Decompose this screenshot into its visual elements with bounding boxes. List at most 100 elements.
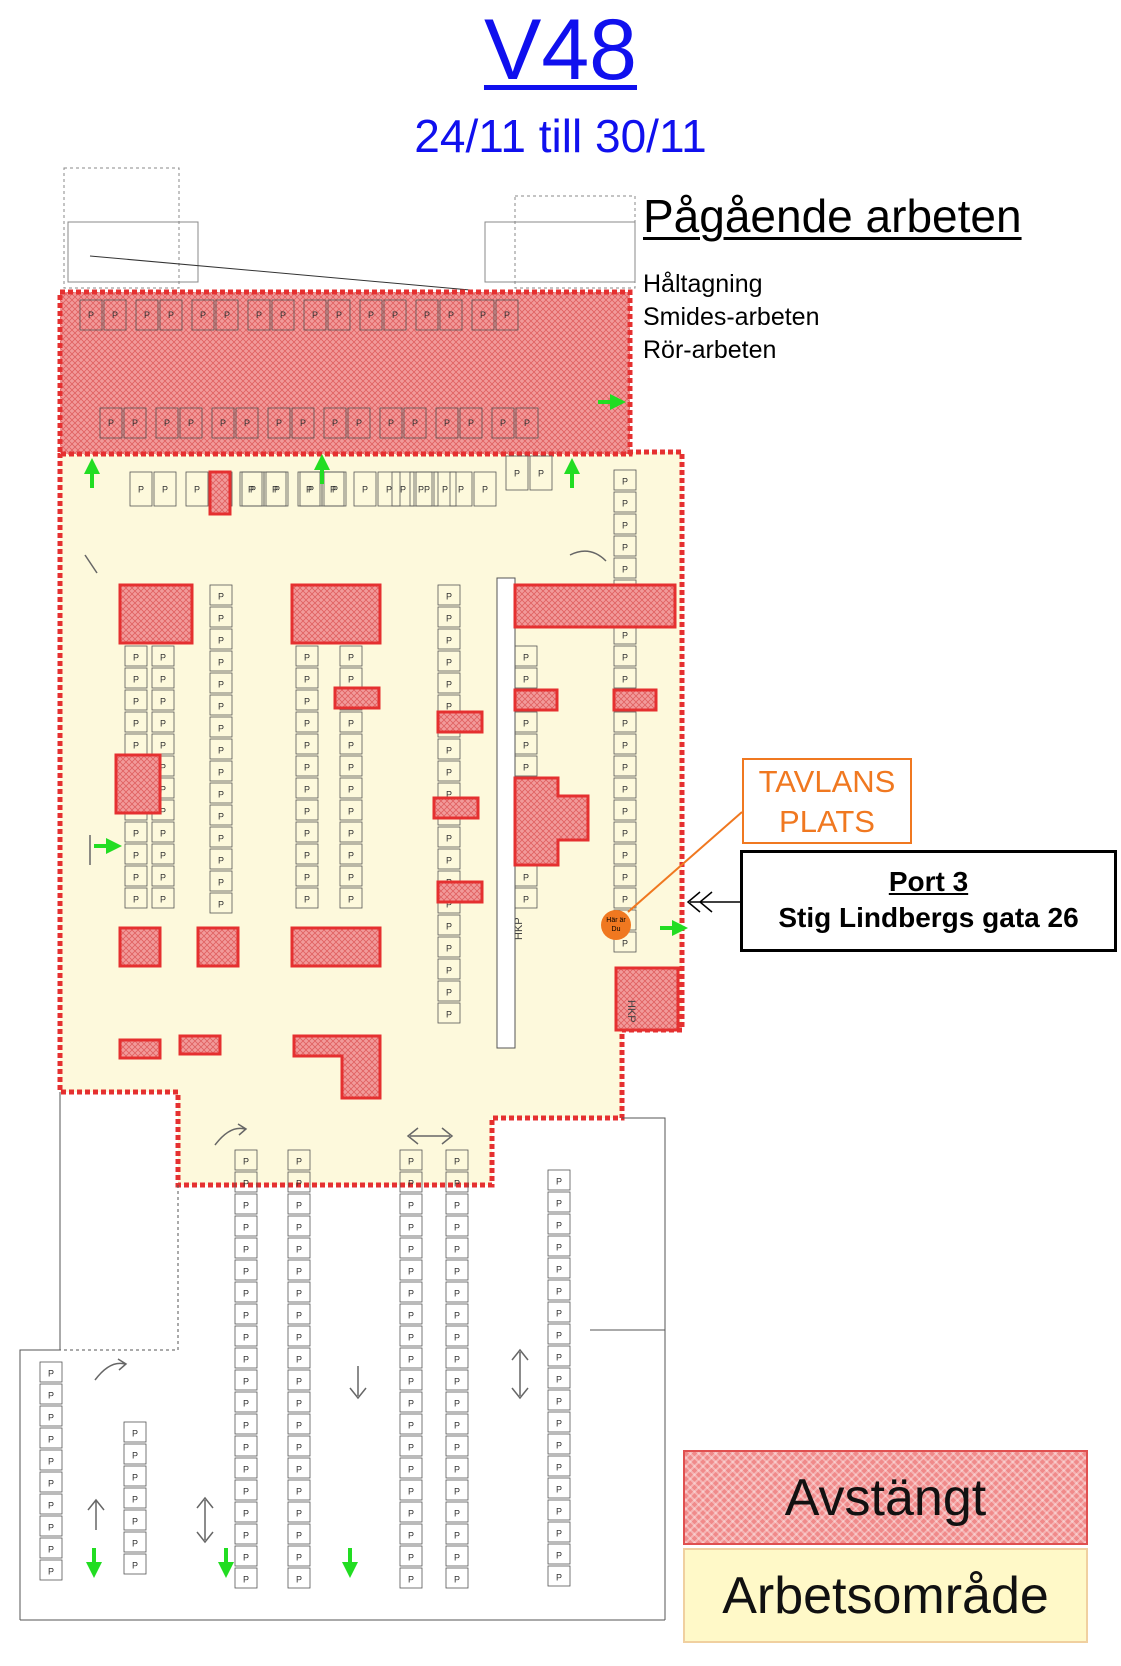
parking-spot-label: P	[622, 784, 628, 794]
parking-spot-label: P	[622, 564, 628, 574]
parking-spot	[547, 1169, 571, 1191]
parking-spot	[287, 1369, 311, 1391]
parking-spot	[339, 711, 363, 733]
parking-spot-label: P	[133, 850, 139, 860]
parking-spot	[209, 606, 233, 628]
parking-spot-label: P	[276, 418, 282, 428]
parking-spot	[303, 299, 327, 331]
parking-spot-label: P	[454, 1552, 460, 1562]
parking-spot	[339, 821, 363, 843]
parking-spot-label: P	[160, 740, 166, 750]
parking-spot	[445, 1171, 469, 1193]
parking-spot	[323, 407, 347, 439]
parking-spot-label: P	[454, 1442, 460, 1452]
parking-spot-label: P	[296, 1222, 302, 1232]
parking-spot-label: P	[408, 1486, 414, 1496]
parking-spot	[471, 299, 495, 331]
parking-spot-label: P	[133, 652, 139, 662]
parking-spot-label: P	[48, 1456, 54, 1466]
parking-spot-label: P	[160, 872, 166, 882]
parking-spot	[124, 689, 148, 711]
parking-spot-label: P	[408, 1310, 414, 1320]
parking-spot-label: P	[243, 1552, 249, 1562]
accessible-parking-label-2: HKP	[625, 1000, 637, 1023]
parking-spot	[209, 782, 233, 804]
parking-spot	[39, 1537, 63, 1559]
parking-spot	[179, 407, 203, 439]
parking-spot-label: P	[164, 418, 170, 428]
parking-spot-label: P	[296, 1486, 302, 1496]
parking-spot	[435, 407, 459, 439]
parking-spot	[234, 1303, 258, 1325]
board-location-box: TAVLANS PLATS	[742, 758, 912, 844]
board-location-line-1: TAVLANS	[758, 764, 896, 799]
parking-spot-label: P	[556, 1418, 562, 1428]
parking-spot-label: P	[243, 1156, 249, 1166]
parking-spot	[613, 887, 637, 909]
parking-spot	[239, 471, 263, 507]
parking-spot-label: P	[243, 1420, 249, 1430]
parking-spot	[295, 865, 319, 887]
parking-spot-label: P	[454, 1288, 460, 1298]
parking-spot-label: P	[400, 484, 406, 494]
parking-spot-label: P	[622, 718, 628, 728]
parking-spot	[287, 1215, 311, 1237]
parking-spot	[547, 1433, 571, 1455]
parking-spot	[295, 733, 319, 755]
parking-spot-label: P	[446, 679, 452, 689]
parking-spot	[124, 887, 148, 909]
parking-spot	[209, 892, 233, 914]
parking-spot-label: P	[160, 696, 166, 706]
parking-spot-label: P	[523, 674, 529, 684]
parking-spot	[39, 1471, 63, 1493]
parking-spot	[151, 821, 175, 843]
parking-spot-label: P	[132, 1472, 138, 1482]
parking-spot-label: P	[133, 696, 139, 706]
parking-spot	[151, 887, 175, 909]
parking-spot	[209, 804, 233, 826]
parking-spot	[399, 1281, 423, 1303]
parking-spot-label: P	[256, 310, 262, 320]
parking-spot-label: P	[243, 1354, 249, 1364]
parking-spot	[339, 777, 363, 799]
parking-spot	[547, 1235, 571, 1257]
parking-spot	[547, 1499, 571, 1521]
parking-spot-label: P	[524, 418, 530, 428]
parking-spot-label: P	[48, 1522, 54, 1532]
parking-spot-label: P	[304, 696, 310, 706]
parking-spot	[547, 1455, 571, 1477]
parking-spot	[287, 1237, 311, 1259]
parking-spot-label: P	[454, 1222, 460, 1232]
parking-spot	[327, 299, 351, 331]
parking-spot-label: P	[348, 828, 354, 838]
parking-spot	[399, 1567, 423, 1589]
parking-spot-label: P	[243, 1376, 249, 1386]
parking-spot	[445, 1369, 469, 1391]
closed-zone-top	[57, 289, 633, 457]
parking-spot-label: P	[296, 1508, 302, 1518]
parking-spot-label: P	[622, 762, 628, 772]
parking-spot	[379, 407, 403, 439]
parking-spot-label: P	[446, 613, 452, 623]
parking-spot-label: P	[48, 1544, 54, 1554]
parking-spot-label: P	[218, 723, 224, 733]
parking-spot-label: P	[556, 1572, 562, 1582]
parking-spot-label: P	[556, 1242, 562, 1252]
parking-spot	[39, 1449, 63, 1471]
date-range: 24/11 till 30/11	[414, 110, 707, 162]
parking-spot	[399, 1435, 423, 1457]
parking-spot-label: P	[243, 1464, 249, 1474]
parking-spot-label: P	[622, 498, 628, 508]
parking-spot-label: P	[304, 784, 310, 794]
parking-spot-label: P	[458, 484, 464, 494]
parking-spot-label: P	[556, 1220, 562, 1230]
parking-spot	[399, 1303, 423, 1325]
parking-spot	[287, 1303, 311, 1325]
parking-spot-label: P	[622, 938, 628, 948]
parking-spot-label: P	[243, 1332, 249, 1342]
parking-spot-label: P	[218, 591, 224, 601]
parking-spot-label: P	[408, 1178, 414, 1188]
parking-spot-label: P	[408, 1552, 414, 1562]
parking-spot-label: P	[132, 1494, 138, 1504]
parking-spot	[445, 1325, 469, 1347]
